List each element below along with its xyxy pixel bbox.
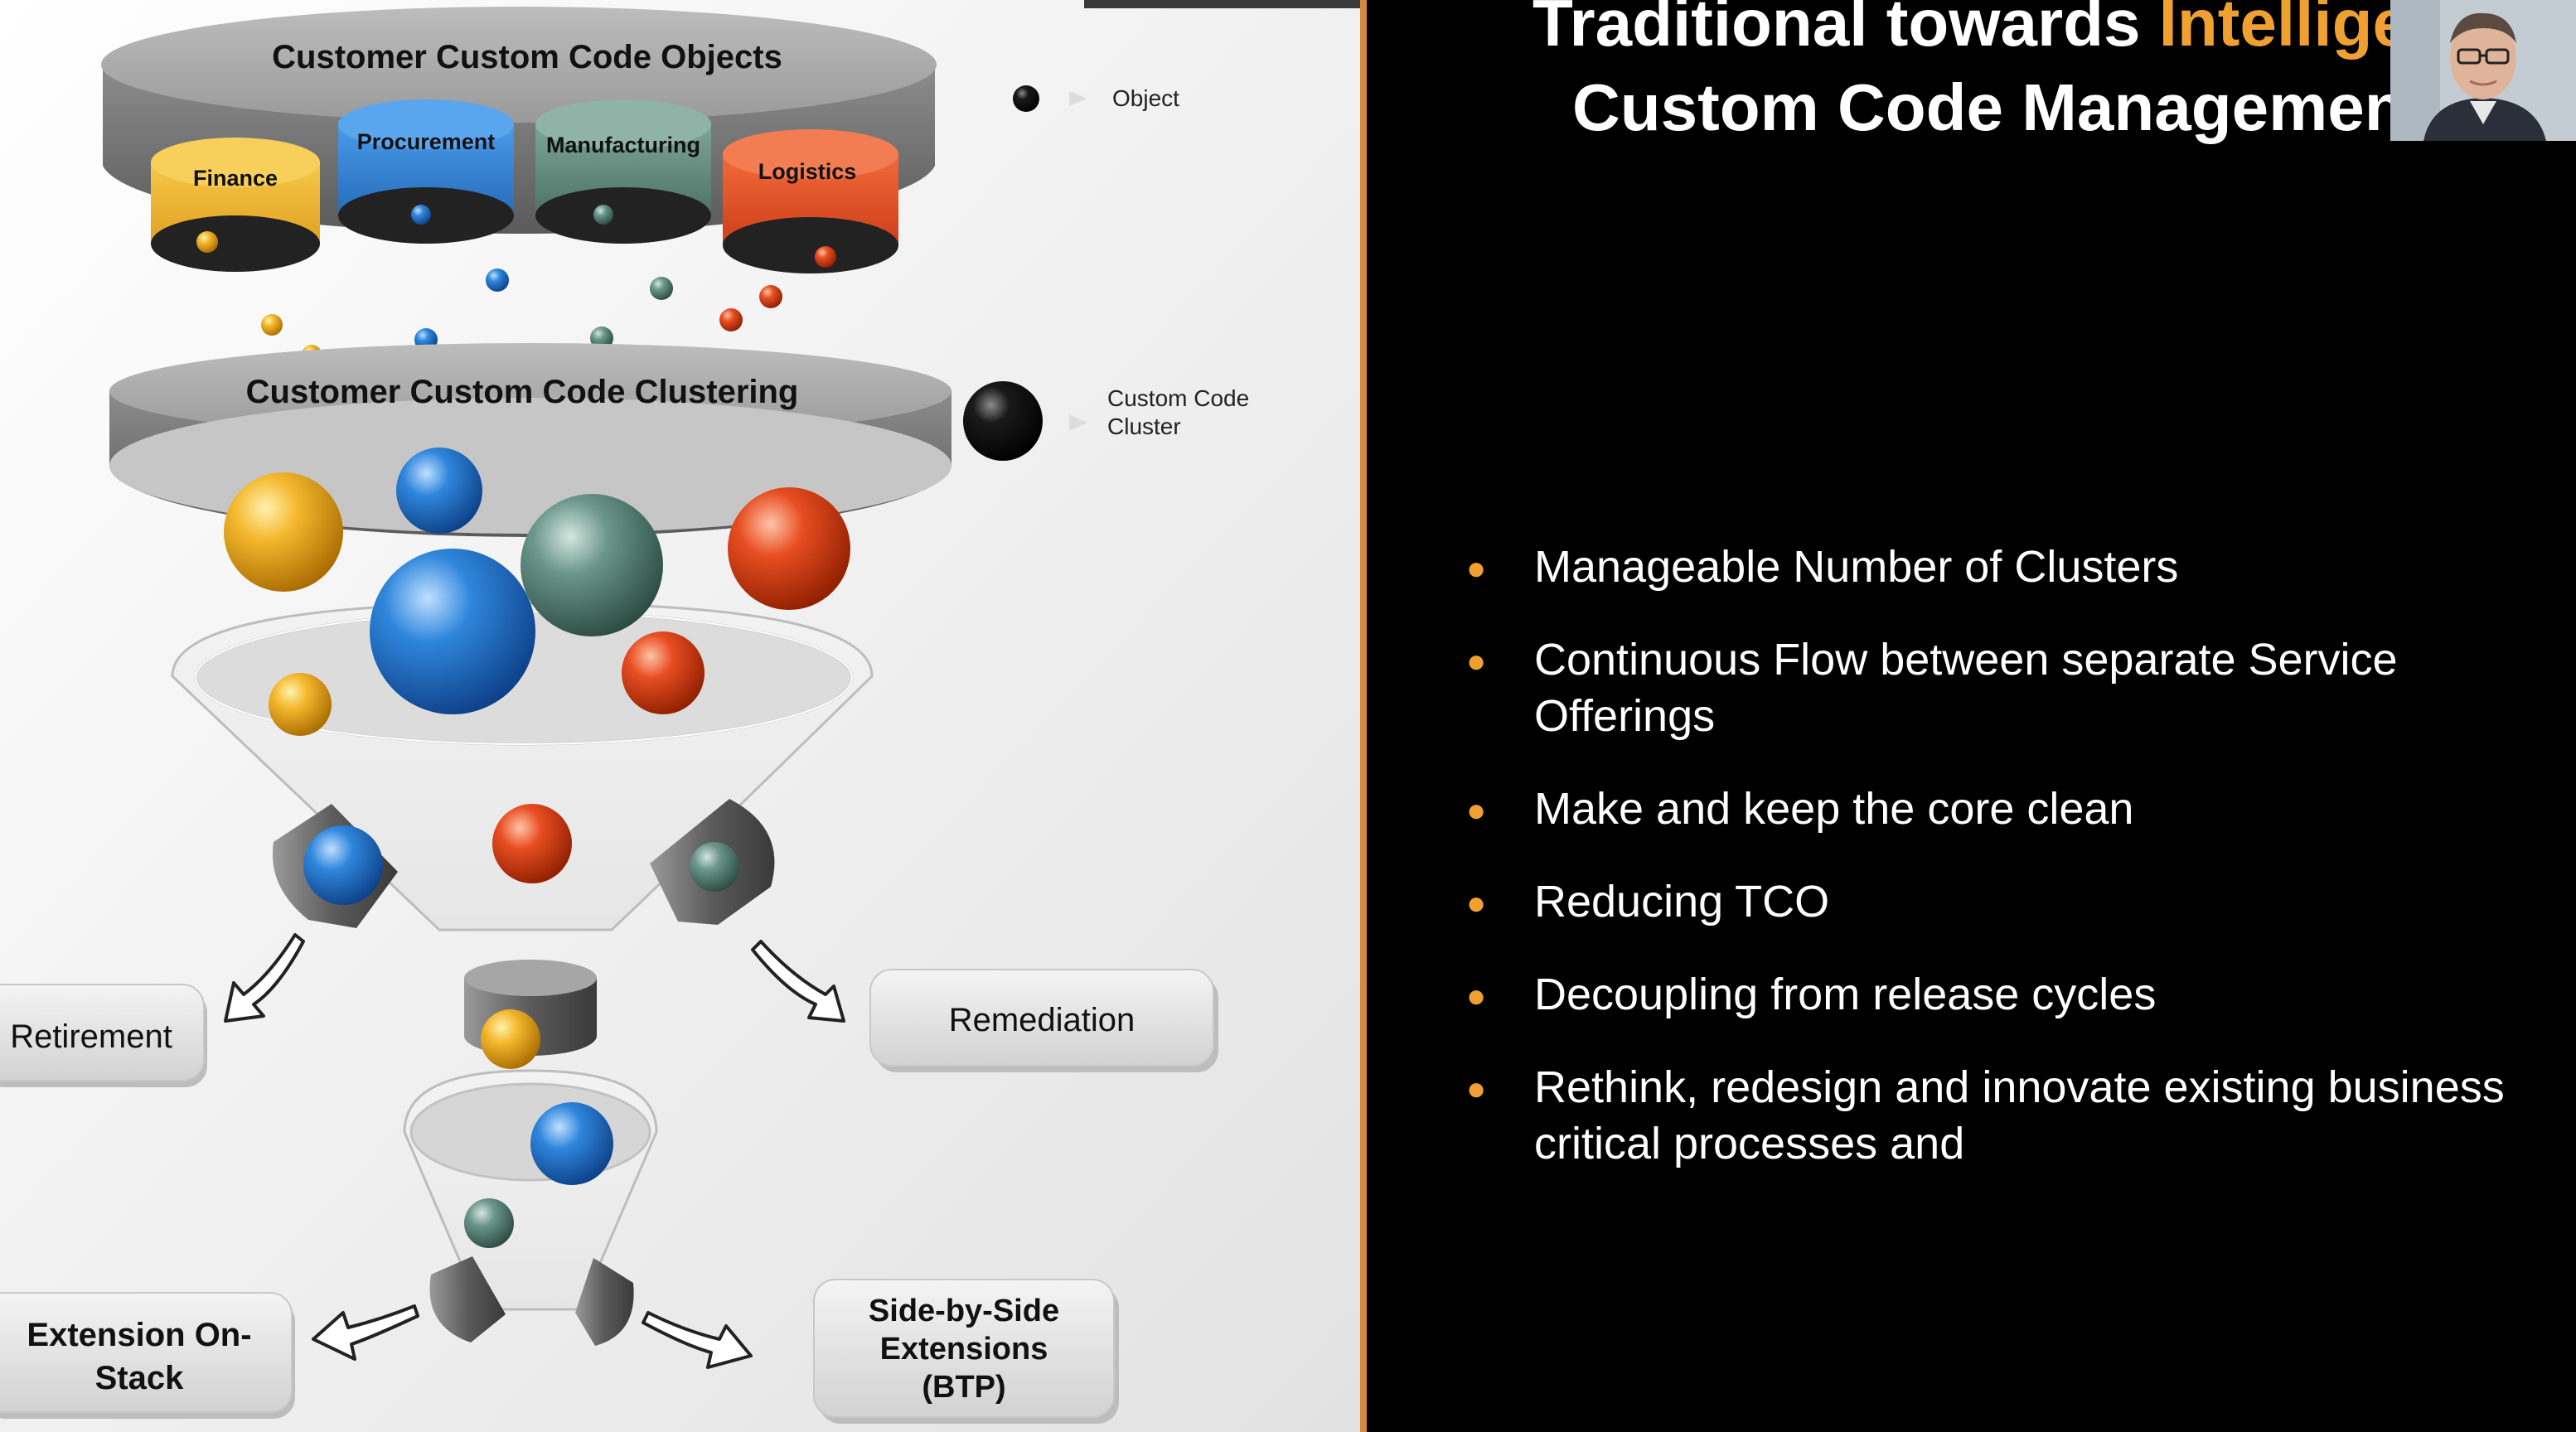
arrow-to-retirement-icon xyxy=(224,933,305,1023)
legend: Object Custom Code Cluster xyxy=(963,85,1249,461)
lower-procurement-ball xyxy=(530,1102,613,1185)
legend-object-label: Object xyxy=(1112,85,1179,111)
retirement-label: Retirement xyxy=(10,1018,172,1055)
bullet-dot-icon: ● xyxy=(1466,643,1487,680)
cluster-balls xyxy=(224,448,850,736)
finance-cylinder: Finance xyxy=(151,138,320,272)
manufacturing-label: Manufacturing xyxy=(546,133,700,157)
procurement-label: Procurement xyxy=(357,129,496,154)
arrow-to-remediation-icon xyxy=(751,940,845,1023)
slide-title-line2: Custom Code Management xyxy=(1572,70,2428,144)
logistics-cluster-ball xyxy=(622,631,705,714)
bullet-dot-icon: ● xyxy=(1466,792,1487,829)
bullet-dot-icon: ● xyxy=(1466,1071,1487,1107)
finance-cluster-ball xyxy=(269,673,332,736)
legend-object-icon xyxy=(1013,85,1039,112)
funnel-outlets xyxy=(272,799,775,928)
on-stack-label-line1: Extension On- xyxy=(27,1317,251,1353)
bullet-item: ● Reducing TCO xyxy=(1466,873,2569,930)
panel-divider xyxy=(1360,0,1367,1432)
lower-finance-ball xyxy=(481,1009,540,1069)
bullet-text: Reducing TCO xyxy=(1534,877,1830,926)
bullet-item: ● Rethink, redesign and innovate existing… xyxy=(1466,1059,2569,1172)
remediation-box: Remediation xyxy=(869,969,1218,1072)
logistics-label: Logistics xyxy=(758,159,857,184)
legend-arrow-icon xyxy=(1069,91,1087,106)
legend-cluster-label-line2: Cluster xyxy=(1107,414,1181,439)
on-stack-label-line2: Stack xyxy=(95,1360,184,1396)
side-by-side-label-line1: Side-by-Side xyxy=(869,1294,1059,1328)
logistics-cylinder: Logistics xyxy=(723,129,898,273)
legend-arrow-icon xyxy=(1069,414,1087,431)
presenter-webcam xyxy=(2390,0,2576,141)
lower-funnel xyxy=(403,960,658,1346)
retirement-cluster-ball xyxy=(303,825,383,905)
lower-manufacturing-ball xyxy=(464,1198,514,1248)
bullet-dot-icon: ● xyxy=(1466,978,1487,1014)
bullet-text: Manageable Number of Clusters xyxy=(1534,542,2179,592)
retirement-box: Retirement xyxy=(0,984,207,1087)
custom-code-funnel-diagram: Customer Custom Code Objects Finance Pro… xyxy=(0,0,1363,1432)
bullet-item: ● Make and keep the core clean xyxy=(1466,781,2569,837)
middle-cluster-ball xyxy=(492,804,572,883)
arrow-to-on-stack-icon xyxy=(312,1304,419,1361)
slide-text-panel: Traditional towards Intelligent Custom C… xyxy=(1367,0,2576,1432)
procurement-cylinder: Procurement xyxy=(338,99,514,244)
bullet-dot-icon: ● xyxy=(1466,885,1487,922)
bullet-text: Make and keep the core clean xyxy=(1534,784,2134,834)
remediation-label: Remediation xyxy=(949,1002,1135,1038)
top-bar xyxy=(1084,0,1571,8)
procurement-object-ball xyxy=(411,205,431,225)
legend-cluster-label-line1: Custom Code xyxy=(1107,385,1249,411)
flow-arrows xyxy=(224,933,845,1369)
clustering-layer-title: Customer Custom Code Clustering xyxy=(246,374,799,410)
benefits-list: ● Manageable Number of Clusters ● Continuo… xyxy=(1466,539,2569,1208)
arrow-to-side-by-side-icon xyxy=(642,1311,753,1369)
objects-layer-title: Customer Custom Code Objects xyxy=(272,39,782,75)
side-by-side-label-line2: Extensions xyxy=(880,1332,1048,1367)
finance-cluster-ball xyxy=(224,472,343,592)
bullet-text: Continuous Flow between separate Service… xyxy=(1534,635,2398,741)
legend-cluster-icon xyxy=(963,381,1043,461)
bullet-text: Decoupling from release cycles xyxy=(1534,970,2157,1019)
finance-label: Finance xyxy=(193,166,278,191)
manufacturing-cluster-ball xyxy=(521,494,663,636)
bullet-item: ● Manageable Number of Clusters xyxy=(1466,539,2569,595)
remediation-cluster-ball xyxy=(690,842,739,892)
presenter-avatar xyxy=(2390,0,2576,141)
slide-title-line1: Traditional towards Intelligent xyxy=(1533,0,2472,61)
logistics-cluster-ball xyxy=(728,487,850,610)
objects-layer: Customer Custom Code Objects Finance Pro… xyxy=(101,7,937,273)
procurement-cluster-ball xyxy=(396,448,482,534)
side-by-side-label-line3: (BTP) xyxy=(922,1370,1005,1405)
on-stack-box: Extension On- Stack xyxy=(0,1292,295,1419)
bullet-item: ● Decoupling from release cycles xyxy=(1466,966,2569,1023)
procurement-cluster-ball xyxy=(370,549,535,714)
diagram-panel: Customer Custom Code Objects Finance Pro… xyxy=(0,0,1363,1432)
manufacturing-object-ball xyxy=(593,205,613,225)
slide-title-part: Traditional towards xyxy=(1533,0,2159,60)
bullet-text: Rethink, redesign and innovate existing … xyxy=(1534,1062,2505,1168)
manufacturing-cylinder: Manufacturing xyxy=(535,99,711,244)
logistics-object-ball xyxy=(815,246,836,268)
finance-object-ball xyxy=(196,231,218,253)
bullet-item: ● Continuous Flow between separate Servic… xyxy=(1466,631,2569,744)
bullet-dot-icon: ● xyxy=(1466,550,1487,587)
side-by-side-box: Side-by-Side Extensions (BTP) xyxy=(813,1279,1119,1424)
